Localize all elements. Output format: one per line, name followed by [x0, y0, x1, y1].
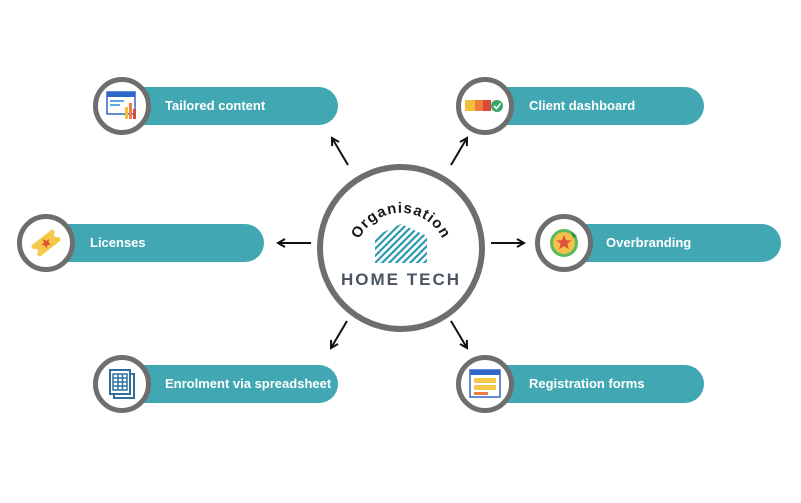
web-page-chart-icon [93, 77, 151, 135]
feature-label: Licenses [90, 235, 146, 250]
home-tech-logo-icon [375, 224, 427, 263]
arrow-to-registration-forms [450, 320, 467, 348]
feature-label: Registration forms [529, 376, 645, 391]
feature-label: Client dashboard [529, 98, 636, 113]
feature-label: Overbranding [606, 235, 692, 250]
form-window-icon [456, 355, 514, 413]
feature-label: Tailored content [165, 98, 266, 113]
progress-bar-check-icon [456, 77, 514, 135]
feature-pill-overbranding: Overbranding [563, 224, 781, 262]
feature-pill-enrolment-via-spreadsheet: Enrolment via spreadsheet [124, 365, 338, 403]
brand-name: HOME TECH [341, 270, 461, 289]
arrow-to-enrolment [331, 320, 348, 348]
feature-pill-licenses: Licenses [46, 224, 264, 262]
spreadsheet-stack-icon [93, 355, 151, 413]
sticker-star-icon [535, 214, 593, 272]
feature-pill-tailored-content: Tailored content [124, 87, 338, 125]
organisation-hub: Organisation HOME [317, 164, 485, 332]
hub-arc-label: Organisation [348, 200, 453, 242]
arrow-to-tailored-content [332, 138, 349, 166]
feature-pill-client-dashboard: Client dashboard [484, 87, 704, 125]
feature-pill-registration-forms: Registration forms [484, 365, 704, 403]
arrow-to-client-dashboard [450, 138, 467, 166]
ticket-star-icon [17, 214, 75, 272]
feature-label: Enrolment via spreadsheet [165, 376, 332, 391]
